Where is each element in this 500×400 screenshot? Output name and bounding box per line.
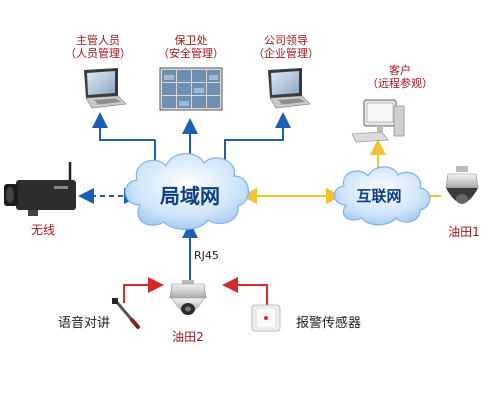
security-subtitle: （安全管理） <box>158 47 224 60</box>
lan-label: 局域网 <box>160 184 220 208</box>
laptop-leader-icon <box>268 68 311 109</box>
box-camera-icon <box>4 162 76 216</box>
ptz-dome-camera-2-icon <box>169 280 207 315</box>
oilfield1-label: 油田1 <box>448 225 480 239</box>
leader-title: 公司领导 <box>264 34 308 47</box>
alarm-sensor-icon <box>251 304 281 332</box>
alarm-label: 报警传感器 <box>296 316 362 331</box>
alarm-to-camera-path <box>222 277 268 305</box>
supervisor-title: 主管人员 <box>76 34 120 47</box>
lan-to-leader-path <box>224 112 291 170</box>
security-label: 保卫处 （安全管理） <box>148 34 234 60</box>
customer-label: 客户 （远程参观） <box>355 64 445 90</box>
rj45-label: RJ45 <box>194 249 219 262</box>
leader-label: 公司领导 （企业管理） <box>243 34 329 60</box>
mic-to-camera-path <box>123 277 164 303</box>
internet-cloud <box>333 166 431 226</box>
leader-subtitle: （企业管理） <box>253 47 319 60</box>
ptz-dome-camera-1-icon <box>445 166 479 204</box>
desktop-pc-icon <box>351 99 405 143</box>
security-title: 保卫处 <box>174 34 208 47</box>
lan-cloud <box>124 153 249 230</box>
customer-title: 客户 <box>389 64 411 77</box>
customer-subtitle: （远程参观） <box>367 77 433 90</box>
oilfield2-label: 油田2 <box>172 330 204 344</box>
supervisor-subtitle: （人员管理） <box>65 47 131 60</box>
internet-label: 互联网 <box>356 187 402 205</box>
laptop-supervisor-icon <box>84 68 127 109</box>
wireless-label: 无线 <box>30 223 55 237</box>
voice-label: 语音对讲 <box>57 316 110 331</box>
supervisor-label: 主管人员 （人员管理） <box>58 34 138 60</box>
microphone-icon <box>112 298 140 329</box>
video-wall-icon <box>159 67 223 111</box>
lan-to-supervisor-path <box>92 112 155 141</box>
